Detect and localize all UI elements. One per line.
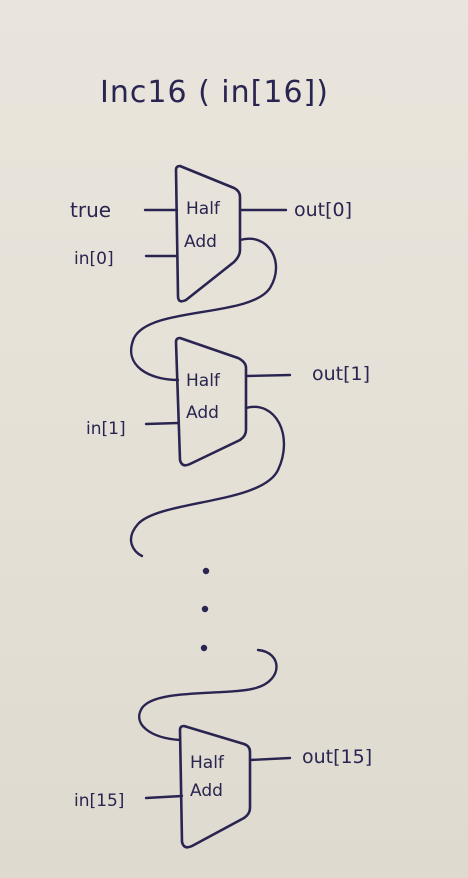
gate-1-label-half: Half: [186, 371, 221, 391]
diagram-title: Inc16 ( in[16]): [100, 75, 329, 110]
output-out0-label: out[0]: [294, 199, 352, 221]
gate-0-label-add: Add: [184, 232, 217, 252]
wire-in1: [144, 421, 180, 426]
gate-1-label-add: Add: [186, 403, 219, 423]
wire-in15: [144, 794, 184, 800]
carry-wire-1: [129, 405, 286, 558]
input-in1-label: in[1]: [86, 419, 126, 439]
carry-wire-0: [130, 237, 278, 382]
half-adder-gate-15: Half Add: [178, 724, 252, 849]
half-adder-gate-1: Half Add: [174, 336, 248, 467]
output-out15-label: out[15]: [302, 746, 372, 768]
output-out1-label: out[1]: [312, 363, 370, 385]
wire-out15: [248, 756, 292, 762]
gate-15-label-add: Add: [190, 781, 223, 801]
ellipsis-dots: [200, 567, 210, 652]
carry-wire-14: [138, 648, 278, 742]
gate-15-label-half: Half: [190, 753, 225, 773]
half-adder-gate-0: Half Add: [174, 164, 242, 303]
input-true-label: true: [70, 198, 111, 222]
gate-0-label-half: Half: [186, 199, 221, 219]
input-in0-label: in[0]: [74, 249, 114, 269]
wire-out1: [244, 373, 292, 378]
input-in15-label: in[15]: [74, 791, 124, 811]
